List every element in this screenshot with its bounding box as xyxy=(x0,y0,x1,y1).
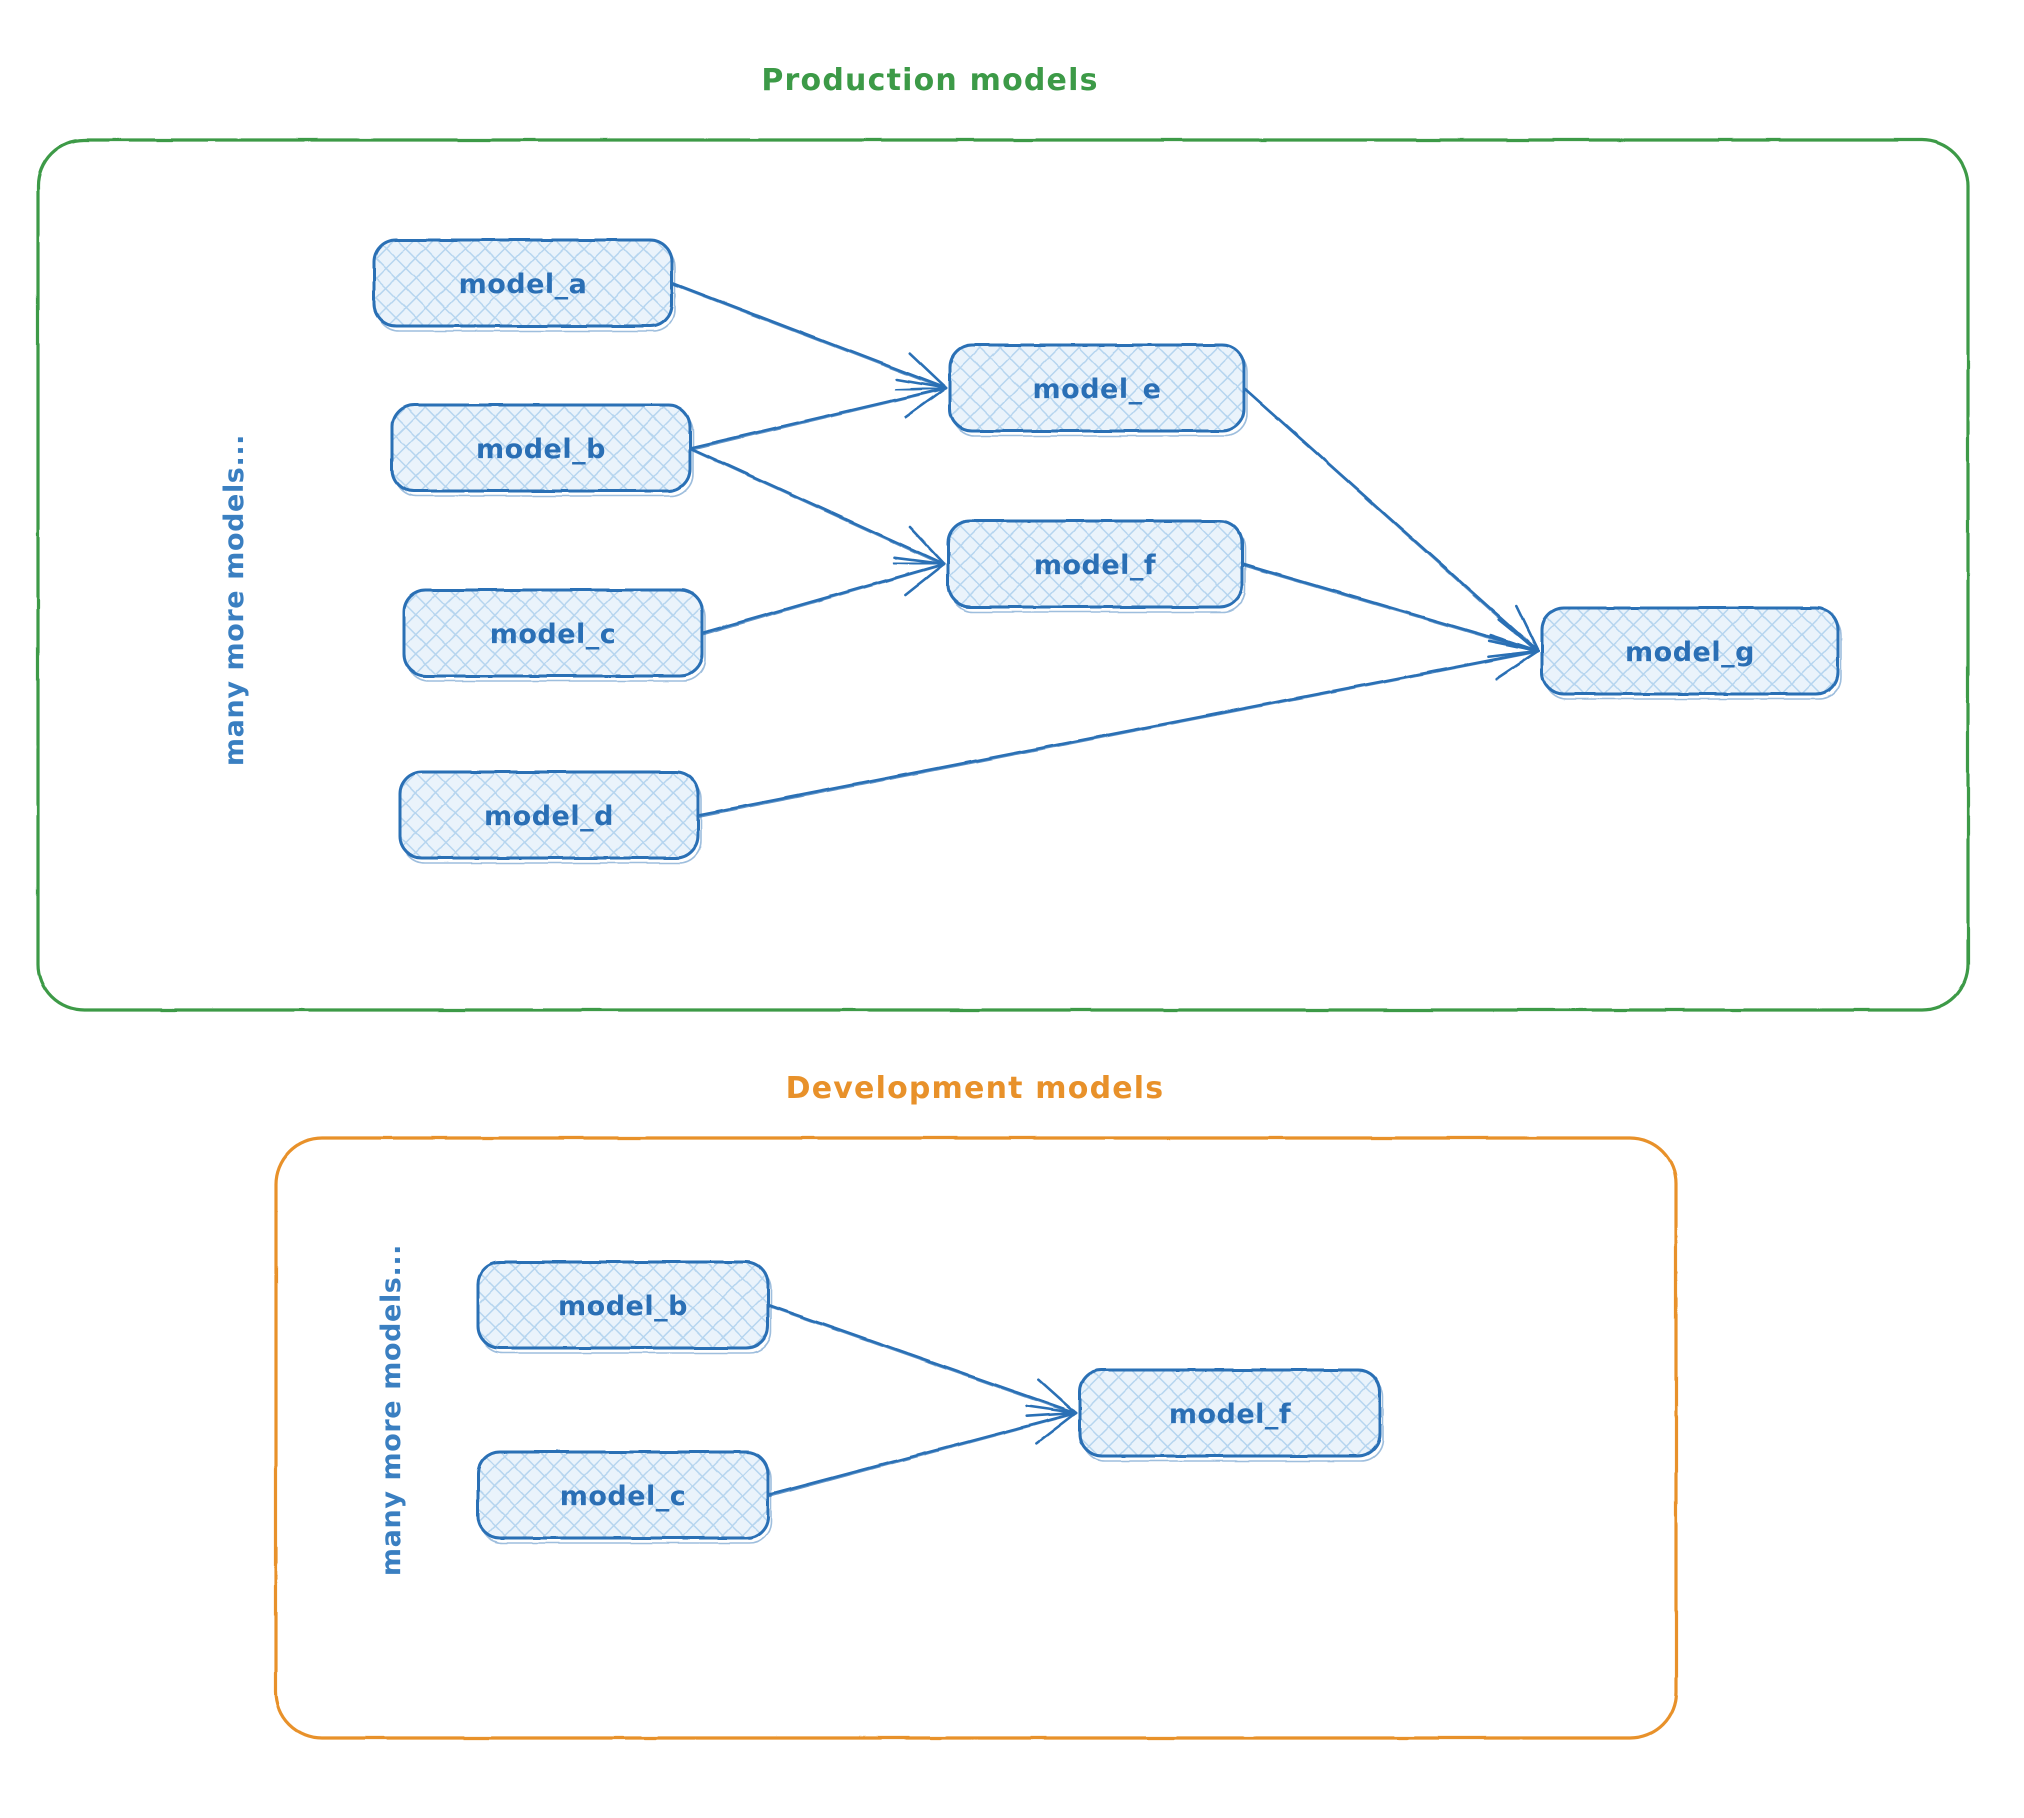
node-prod_model_f[interactable]: model_f xyxy=(946,519,1246,613)
node-body[interactable] xyxy=(1078,1368,1382,1458)
node-body[interactable] xyxy=(372,238,674,328)
edge-prod_model_d-to-prod_model_g xyxy=(696,639,1540,818)
arrowhead-stroke-1 xyxy=(1487,639,1540,653)
node-body[interactable] xyxy=(1540,606,1840,696)
arrowhead-stroke-1 xyxy=(908,352,948,390)
node-label: model_b xyxy=(558,1291,688,1322)
node-body[interactable] xyxy=(398,770,700,860)
arrowhead-stroke-1 xyxy=(1497,618,1540,653)
node-body[interactable] xyxy=(476,1450,770,1540)
arrowhead-stroke-1 xyxy=(1025,1404,1078,1415)
node-label: model_d xyxy=(484,801,614,832)
edge-prod_model_a-to-prod_model_e xyxy=(670,281,948,392)
node-label: model_g xyxy=(1625,637,1755,668)
group-frame-development xyxy=(274,1136,1678,1740)
node-dev_model_c[interactable]: model_c xyxy=(476,1450,772,1544)
node-label: model_f xyxy=(1034,550,1156,581)
arrowhead-stroke-0 xyxy=(1495,649,1540,681)
edge-prod_model_b-to-prod_model_e xyxy=(688,378,948,451)
edge-prod_model_b-to-prod_model_f xyxy=(688,446,946,566)
node-prod_model_a[interactable]: model_a xyxy=(372,238,676,332)
edge-prod_model_e-to-prod_model_g xyxy=(1242,386,1540,653)
group-frame-production xyxy=(36,138,1970,1012)
edge-prod_model_c-to-prod_model_f xyxy=(700,556,946,636)
node-body[interactable] xyxy=(946,519,1244,609)
node-label: model_e xyxy=(1033,374,1162,405)
arrowhead-stroke-1 xyxy=(908,526,946,566)
node-dev_model_b[interactable]: model_b xyxy=(476,1260,772,1354)
node-prod_model_g[interactable]: model_g xyxy=(1540,606,1842,700)
arrowhead-stroke-0 xyxy=(894,386,948,392)
node-body[interactable] xyxy=(390,403,692,493)
arrowhead-stroke-1 xyxy=(1037,1378,1078,1415)
edge-dev_model_b-to-dev_model_f xyxy=(766,1303,1078,1418)
node-prod_model_c[interactable]: model_c xyxy=(402,588,706,682)
group-title-development: Development models xyxy=(786,1071,1165,1106)
node-prod_model_d[interactable]: model_d xyxy=(398,770,702,864)
arrowhead-stroke-1 xyxy=(893,556,946,566)
arrowhead-stroke-0 xyxy=(903,562,946,597)
edge-dev_model_c-to-dev_model_f xyxy=(766,1404,1078,1498)
arrowhead-stroke-0 xyxy=(1024,1411,1078,1418)
node-label: model_b xyxy=(476,434,606,465)
node-body[interactable] xyxy=(402,588,704,678)
node-label: model_f xyxy=(1169,1399,1291,1430)
arrowhead-stroke-1 xyxy=(1514,604,1540,653)
node-prod_model_e[interactable]: model_e xyxy=(948,343,1248,437)
group-side-label-development: many more models... xyxy=(376,1244,407,1576)
node-label: model_c xyxy=(560,1481,687,1512)
arrowhead-stroke-1 xyxy=(895,378,948,390)
node-prod_model_b[interactable]: model_b xyxy=(390,403,694,497)
node-body[interactable] xyxy=(948,343,1246,433)
node-dev_model_f[interactable]: model_f xyxy=(1078,1368,1384,1462)
node-body[interactable] xyxy=(476,1260,770,1350)
group-title-production: Production models xyxy=(761,63,1098,98)
arrowhead-stroke-0 xyxy=(904,386,948,419)
node-label: model_a xyxy=(459,269,588,300)
group-side-label-production: many more models... xyxy=(219,434,250,766)
arrowhead-stroke-0 xyxy=(1035,1411,1078,1445)
node-label: model_c xyxy=(490,619,617,650)
